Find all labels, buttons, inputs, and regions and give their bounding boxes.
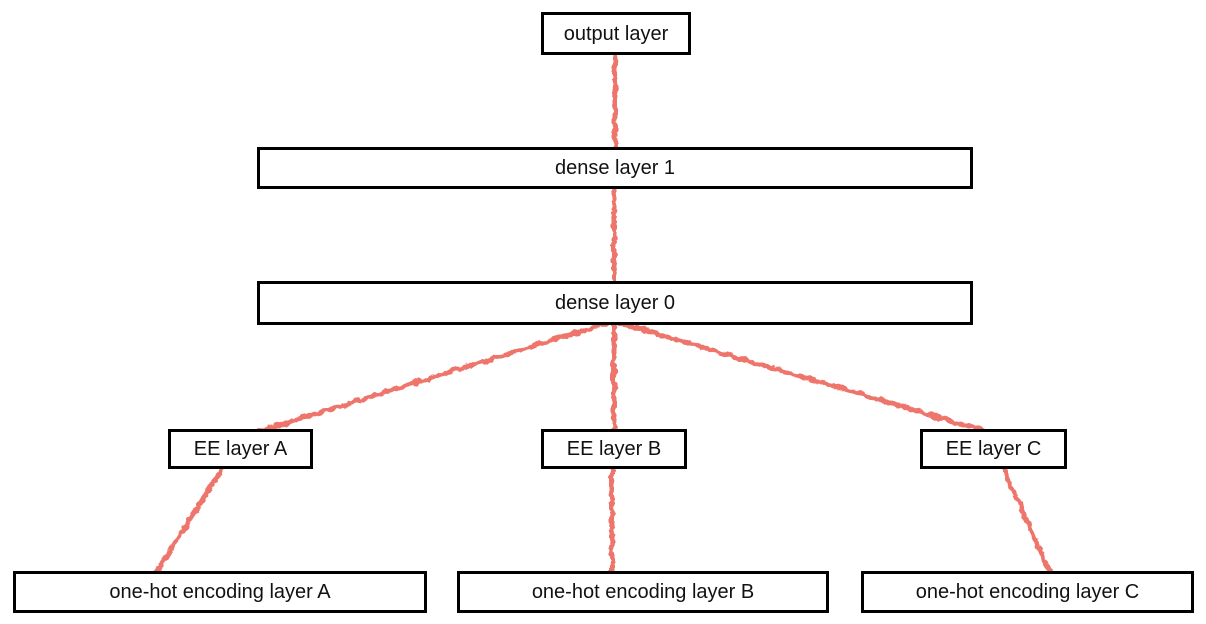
node-dense-layer-0: dense layer 0 [257, 281, 973, 325]
edge-ee-a-onehot-a [151, 463, 227, 579]
edge-ee-c-onehot-c [999, 463, 1055, 579]
node-dense-layer-1: dense layer 1 [257, 147, 973, 189]
node-ee-layer-b: EE layer B [541, 429, 687, 469]
node-one-hot-encoding-layer-c: one-hot encoding layer C [861, 571, 1194, 613]
node-ee-layer-c: EE layer C [920, 429, 1067, 469]
edge-dense0-ee-c [611, 318, 991, 435]
edge-dense0-ee-a [247, 318, 617, 437]
node-output-layer: output layer [541, 12, 691, 55]
node-one-hot-encoding-layer-a: one-hot encoding layer A [13, 571, 427, 613]
node-ee-layer-a: EE layer A [168, 429, 313, 469]
node-one-hot-encoding-layer-b: one-hot encoding layer B [457, 571, 829, 613]
